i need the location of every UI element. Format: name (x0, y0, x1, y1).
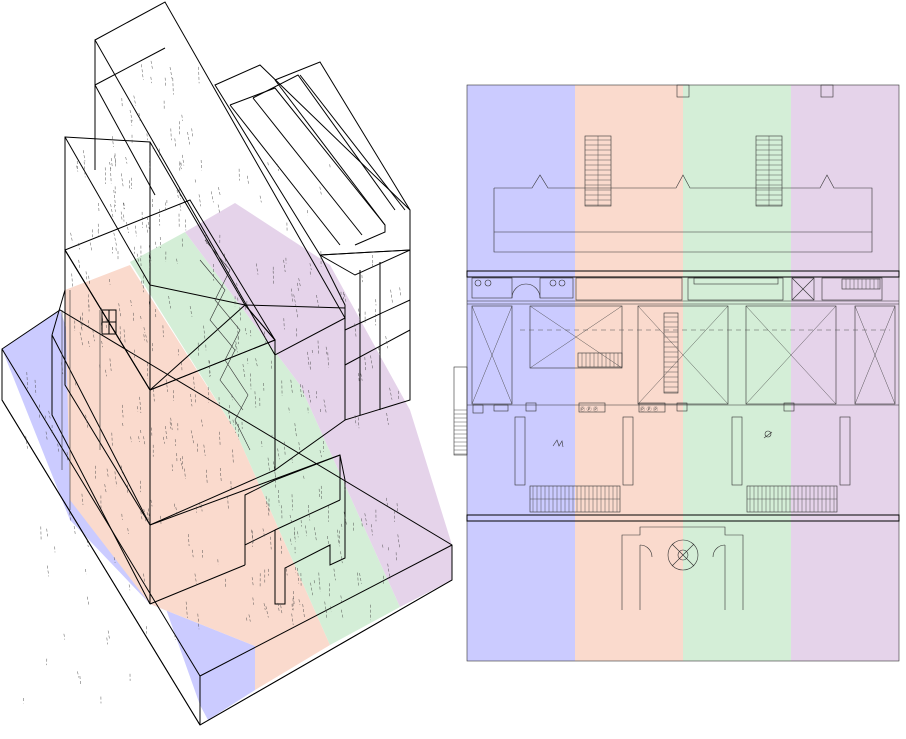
plinth-color-bands (2, 203, 452, 720)
floor-plan-view: Ⓟ Ⓟ Ⓟ Ⓟ Ⓟ Ⓟ (453, 84, 900, 662)
band-green-plan (683, 85, 791, 661)
middle-stairs (577, 312, 679, 394)
band-purple-axo (185, 203, 452, 607)
appliance-labels: Ⓟ Ⓟ Ⓟ Ⓟ Ⓟ Ⓟ (472, 402, 795, 414)
plan-columns (514, 416, 851, 486)
right-top-stair (841, 278, 881, 290)
x-marked-rooms (471, 305, 896, 405)
lower-volume (51, 289, 346, 605)
upper-gable-volume (64, 136, 346, 471)
top-stairs (584, 135, 783, 207)
axonometric-view (1, 1, 453, 726)
main-walls (466, 270, 900, 522)
right-facade (319, 249, 411, 421)
bathroom-row (471, 277, 883, 301)
plan-color-bands (467, 85, 899, 661)
plant-symbols (552, 430, 773, 448)
fixture-label-1: Ⓟ Ⓟ Ⓟ (580, 406, 598, 413)
side-stair (453, 366, 468, 456)
sawtooth-roofs (214, 61, 411, 276)
plinth (1, 309, 453, 726)
band-green-axo (130, 232, 400, 645)
bottom-stairs (529, 485, 838, 513)
upper-wing (493, 174, 873, 253)
band-blue-plan (467, 85, 575, 661)
entrance-courtyard (621, 526, 744, 610)
chimney-left (676, 84, 690, 98)
band-salmon-plan (575, 85, 683, 661)
sketch-hatching (23, 60, 402, 704)
band-salmon-axo (65, 265, 330, 690)
chimney-right (820, 84, 834, 98)
band-purple-plan (791, 85, 899, 661)
internal-stair (199, 239, 251, 451)
fixture-label-2: Ⓟ Ⓟ Ⓟ (640, 406, 658, 413)
